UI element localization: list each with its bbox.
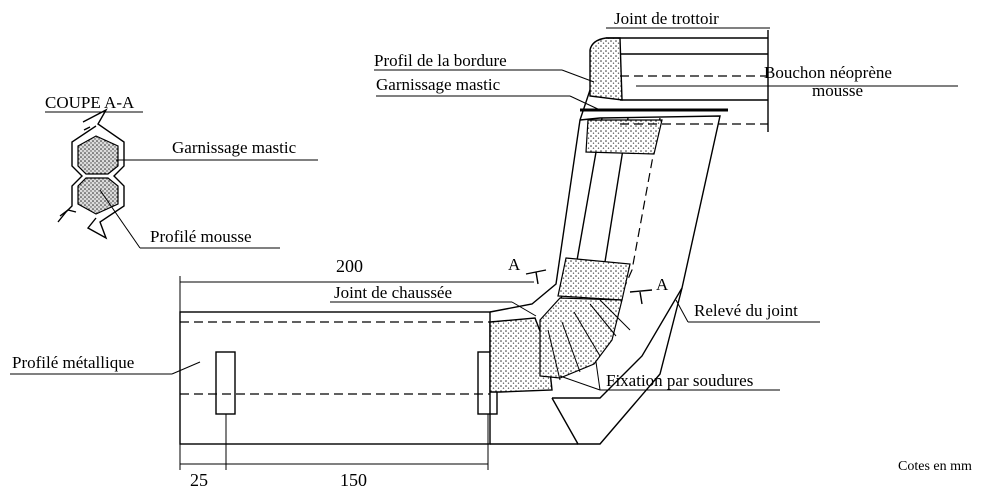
horizontal-profile	[179, 311, 553, 445]
elbow-mastic-packing	[489, 317, 553, 393]
kerb-profile-fill	[589, 37, 623, 101]
rising-joint	[489, 59, 721, 445]
label-coupe-mastic: Garnissage mastic	[172, 138, 297, 157]
rising-outline-outer-left	[489, 59, 601, 313]
upright-top-fill	[585, 119, 663, 155]
section-a-right-tick	[629, 289, 653, 293]
leader-coupe-mousse-1	[99, 189, 141, 249]
label-joint-chaussee: Joint de chaussée	[334, 283, 452, 302]
leader-fixation-2	[559, 375, 601, 391]
leader-joint-chaussee-2	[511, 301, 537, 317]
section-a-left-arrow	[535, 271, 539, 285]
upright-lower-fill	[557, 257, 631, 301]
leader-releve-joint-2	[675, 299, 689, 323]
leader-fixation-3	[595, 361, 601, 391]
label-fixation: Fixation par soudures	[606, 371, 753, 390]
section-metal-profile-tabs	[59, 126, 91, 217]
annotations: Joint de trottoir Profil de la bordure G…	[10, 9, 958, 391]
dim-150-text: 150	[340, 470, 367, 490]
label-bouchon-line2: mousse	[812, 81, 863, 100]
label-profile-metallique: Profilé métallique	[12, 353, 134, 372]
section-detail: COUPE A-A Garnissage mastic Profilé mous…	[45, 93, 318, 249]
leader-garnissage-2	[569, 95, 601, 111]
section-foam-fill	[77, 177, 119, 215]
label-profil-bordure: Profil de la bordure	[374, 51, 507, 70]
kerb-and-sidewalk	[580, 30, 769, 132]
label-coupe-mousse: Profilé mousse	[150, 227, 252, 246]
section-markers: A A	[508, 255, 669, 305]
label-bouchon-line1: Bouchon néoprène	[764, 63, 892, 82]
dim-200-text: 200	[336, 256, 363, 276]
label-releve-joint: Relevé du joint	[694, 301, 798, 320]
leader-profile-metallique-2	[171, 361, 201, 375]
section-mastic-fill	[77, 135, 119, 175]
elbow-fan-lines	[547, 299, 631, 381]
leader-profil-bordure-2	[561, 69, 595, 83]
section-a-left: A	[508, 255, 521, 274]
label-garnissage-mastic: Garnissage mastic	[376, 75, 501, 94]
rising-outline-lower	[551, 287, 683, 445]
section-a-right: A	[656, 275, 669, 294]
units-note: Cotes en mm	[898, 459, 972, 474]
dimension-lines: 200 25 150	[179, 256, 534, 490]
section-title: COUPE A-A	[45, 93, 135, 112]
anchor-stud-left	[215, 351, 236, 415]
dim-25-text: 25	[190, 470, 208, 490]
label-joint-trottoir: Joint de trottoir	[614, 9, 719, 28]
section-a-right-arrow	[639, 291, 643, 305]
